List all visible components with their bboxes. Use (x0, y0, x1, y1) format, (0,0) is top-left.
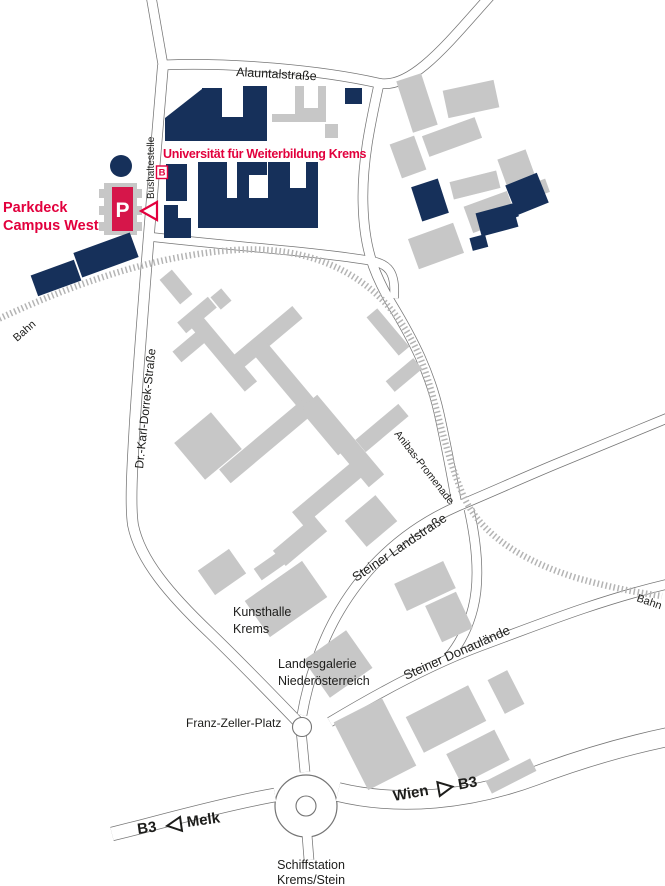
parking-icon: P (112, 187, 133, 231)
university-buildings (30, 86, 549, 297)
university-main-building (198, 162, 318, 228)
direction-east-city: Wien (392, 782, 430, 805)
direction-east: Wien B3 (392, 773, 479, 805)
parkdeck-label-line1: Parkdeck (3, 200, 68, 216)
parkdeck-label-line2: Campus West (3, 218, 99, 234)
poi-label-schiffstation-line1: Schiffstation (277, 858, 345, 872)
bus-stop-icon: B (155, 165, 169, 180)
direction-east-road: B3 (457, 773, 479, 793)
university-label: Universität für Weiterbildung Krems (163, 147, 367, 161)
poi-label-kunsthalle-line1: Kunsthalle (233, 605, 291, 619)
bus-stop-label: Bushaltestelle (146, 136, 157, 199)
direction-west-road: B3 (136, 818, 157, 838)
poi-label-schiffstation-line2: Krems/Stein (277, 873, 345, 886)
bus-stop-b-glyph: B (159, 168, 166, 179)
kunsthalle-building (244, 560, 328, 638)
parking-p-glyph: P (115, 199, 129, 222)
arrow-right-icon (436, 780, 455, 798)
poi-label-kunsthalle-line2: Krems (233, 622, 269, 636)
arrow-left-icon (164, 815, 184, 833)
poi-label-landesgalerie-line1: Landesgalerie (278, 657, 357, 671)
poi-label-landesgalerie-line2: Niederösterreich (278, 674, 370, 688)
round-building (110, 155, 132, 177)
roundabout-island (295, 795, 317, 817)
road-fills (110, 0, 665, 861)
other-buildings (99, 73, 550, 794)
street-label-alauntalstrasse: Alauntalstraße (236, 65, 317, 83)
poi-label-franz-zeller-platz: Franz-Zeller-Platz (186, 716, 281, 730)
direction-west-city: Melk (186, 809, 222, 831)
railway-label-west: Bahn (11, 318, 38, 344)
mini-roundabout (291, 716, 313, 738)
direction-west: B3 Melk (136, 809, 222, 838)
bus-stop-arrow-icon (138, 200, 159, 222)
university-north-wing (165, 86, 267, 141)
landesgalerie-building (303, 630, 373, 698)
